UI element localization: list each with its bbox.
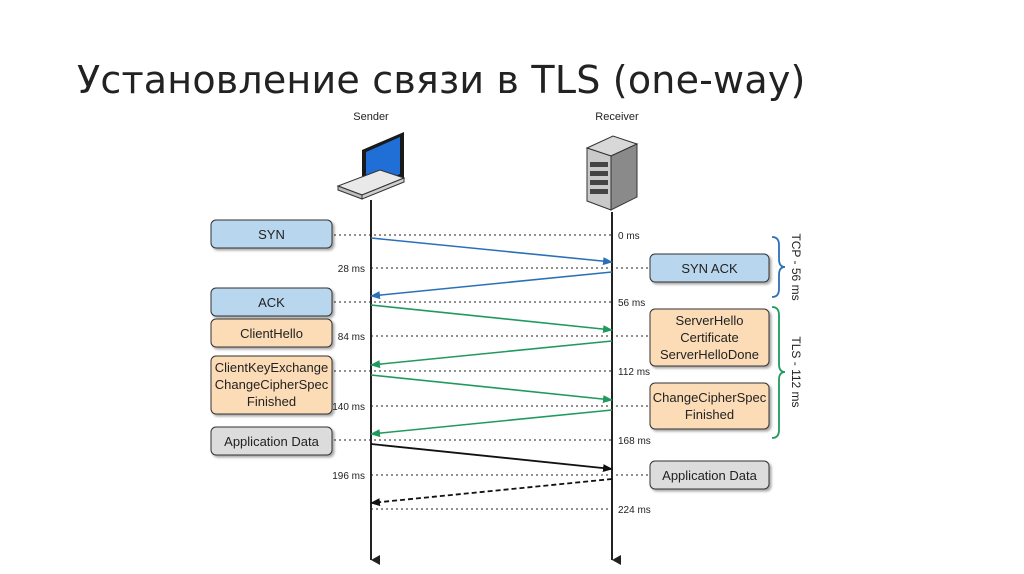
sender-box-ack: ACK <box>210 287 333 317</box>
svg-text:ClientHello: ClientHello <box>240 326 303 341</box>
laptop-icon <box>336 132 406 200</box>
arrow-app-data-response <box>370 478 613 507</box>
sender-label: Sender <box>353 111 389 123</box>
timestamp-196ms: 196 ms <box>332 471 365 482</box>
tcp-phase-label: TCP - 56 ms <box>789 233 803 300</box>
tcp-phase-brace <box>771 236 786 298</box>
timestamp-112ms: 112 ms <box>618 367 650 378</box>
receiver-box-serverhello: ServerHello Certificate ServerHelloDone <box>649 308 770 367</box>
timestamp-140ms: 140 ms <box>332 402 365 413</box>
receiver-box-syn-ack: SYN ACK <box>649 253 770 283</box>
svg-text:ChangeCipherSpec: ChangeCipherSpec <box>653 390 767 405</box>
timestamp-28ms: 28 ms <box>338 264 365 275</box>
receiver-box-changecipherspec: ChangeCipherSpec Finished <box>649 382 770 430</box>
receiver-box-application-data: Application Data <box>649 460 770 490</box>
sender-box-application-data: Application Data <box>210 426 333 456</box>
arrow-ack-clienthello <box>370 304 613 334</box>
sender-box-clienthello: ClientHello <box>210 318 333 348</box>
message-arrows <box>370 237 613 507</box>
page-title: Установление связи в TLS (one-way) <box>77 58 806 102</box>
svg-text:Certificate: Certificate <box>680 330 739 345</box>
timestamp-84ms: 84 ms <box>338 332 365 343</box>
svg-text:ClientKeyExchange: ClientKeyExchange <box>215 360 328 375</box>
tls-phase-brace <box>771 306 786 439</box>
server-icon <box>585 135 639 211</box>
sender-box-clientkeyexchange: ClientKeyExchange ChangeCipherSpec Finis… <box>210 355 333 415</box>
tls-phase-label: TLS - 112 ms <box>789 336 803 407</box>
svg-text:SYN ACK: SYN ACK <box>681 261 738 276</box>
svg-text:ChangeCipherSpec: ChangeCipherSpec <box>215 377 329 392</box>
sender-box-syn: SYN <box>210 219 333 249</box>
svg-text:Finished: Finished <box>685 407 734 422</box>
svg-text:Application Data: Application Data <box>224 434 319 449</box>
timestamp-0ms: 0 ms <box>618 231 640 242</box>
timestamp-224ms: 224 ms <box>618 505 651 516</box>
timestamp-56ms: 56 ms <box>618 298 645 309</box>
svg-text:ServerHelloDone: ServerHelloDone <box>660 347 759 362</box>
arrow-app-data-request <box>370 443 613 473</box>
arrow-syn <box>370 237 613 266</box>
svg-text:Application Data: Application Data <box>662 468 757 483</box>
arrow-clientkeyexchange <box>370 374 613 404</box>
arrow-server-finished <box>370 409 613 438</box>
svg-text:SYN: SYN <box>258 227 285 242</box>
arrow-syn-ack <box>370 271 613 300</box>
svg-text:ACK: ACK <box>258 295 285 310</box>
svg-text:ServerHello: ServerHello <box>676 313 744 328</box>
timestamp-168ms: 168 ms <box>618 436 651 447</box>
receiver-label: Receiver <box>595 111 639 123</box>
time-guides <box>334 234 648 510</box>
arrow-serverhello <box>370 340 613 369</box>
svg-text:Finished: Finished <box>247 394 296 409</box>
